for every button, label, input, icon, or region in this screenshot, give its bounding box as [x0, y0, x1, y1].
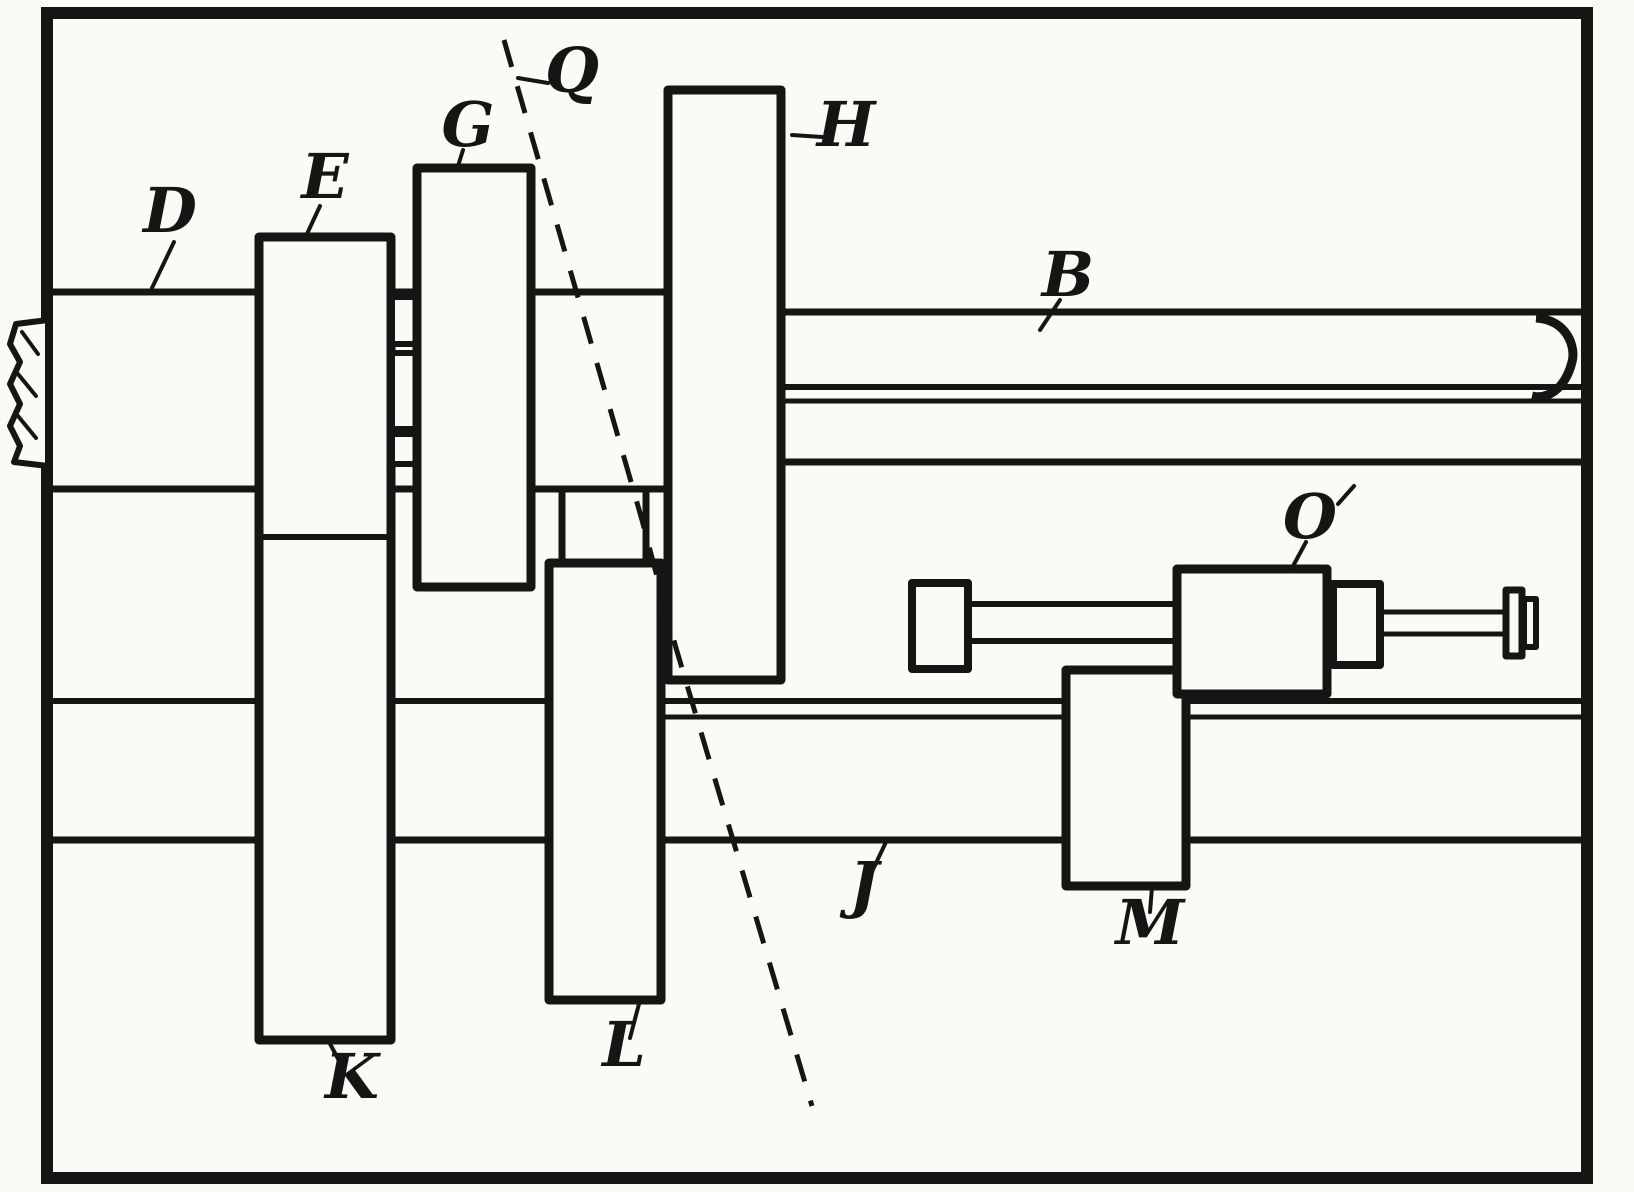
label-h: H [815, 88, 878, 161]
carrier-body-o [1172, 564, 1332, 699]
feed-rod-end-nut [1521, 596, 1539, 650]
leader-o [1290, 540, 1308, 570]
broken-shaft-stub [7, 317, 51, 469]
leader-o-tick [1336, 484, 1356, 506]
label-k: K [323, 1040, 381, 1113]
leader-q [516, 76, 550, 85]
leader-j [866, 840, 888, 882]
label-g: G [442, 88, 495, 161]
label-j: J [839, 848, 882, 921]
stub-hatch-3 [16, 414, 38, 440]
leader-d [150, 240, 176, 290]
gear-l-body [544, 558, 666, 1005]
feed-rod-end-washer [1502, 586, 1526, 660]
leader-l [628, 998, 642, 1040]
label-b: B [1040, 238, 1094, 311]
section-line-q [501, 39, 815, 1107]
label-q: Q [545, 34, 599, 107]
gear-h-body [663, 85, 786, 685]
leader-h [790, 133, 824, 139]
leader-e [304, 204, 322, 238]
stub-hatch-1 [20, 330, 40, 356]
outer-border [41, 7, 1593, 1184]
gear-l-hub [558, 485, 650, 569]
shaft-b-end-hook [1531, 313, 1578, 402]
leader-g [456, 148, 465, 168]
gear-e-k-body [254, 232, 396, 1045]
feed-rod-left-collar [908, 579, 972, 673]
leader-k [326, 1038, 346, 1072]
stub-hatch-2 [16, 372, 38, 398]
label-e: E [299, 140, 349, 213]
label-m: M [1114, 886, 1187, 959]
leader-b [1038, 298, 1062, 332]
slide-block-m [1061, 665, 1191, 891]
label-l: L [600, 1008, 646, 1081]
gear-g-body [412, 163, 536, 592]
label-o: O [1283, 480, 1337, 553]
label-d: D [141, 174, 197, 247]
leader-m [1148, 885, 1154, 914]
feed-rod-right-collar [1329, 580, 1384, 669]
